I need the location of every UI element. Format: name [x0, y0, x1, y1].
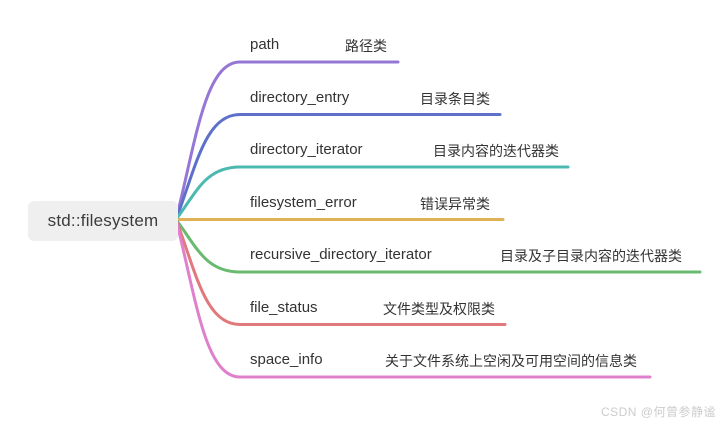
watermark: CSDN @何曾参静谧	[600, 405, 716, 419]
branch-topic-directory_entry[interactable]: directory_entry	[250, 88, 350, 106]
branch-topic-space_info[interactable]: space_info	[250, 351, 323, 368]
branch-line-directory_entry	[174, 113, 502, 221]
root-node-label: std::filesystem	[47, 211, 159, 230]
branch-desc-file_status[interactable]: 文件类型及权限类	[383, 300, 495, 317]
branch-line-directory_iterator	[174, 165, 570, 221]
branch-topic-path[interactable]: path	[250, 36, 280, 53]
branch-line-recursive_directory_iterator	[174, 218, 702, 274]
branch-line-path	[174, 60, 400, 221]
root-node-std-filesystem[interactable]: std::filesystem	[28, 201, 178, 241]
branch-line-file_status	[174, 218, 507, 326]
branch-desc-directory_iterator[interactable]: 目录内容的迭代器类	[433, 143, 559, 159]
branch-topic-file_status[interactable]: file_status	[250, 298, 318, 316]
branch-desc-directory_entry[interactable]: 目录条目类	[420, 90, 490, 107]
branch-desc-filesystem_error[interactable]: 错误异常类	[420, 195, 490, 212]
branch-line-space_info	[174, 218, 652, 379]
branch-topic-directory_iterator[interactable]: directory_iterator	[250, 141, 363, 158]
branch-topic-filesystem_error[interactable]: filesystem_error	[250, 193, 357, 211]
branch-desc-space_info[interactable]: 关于文件系统上空闲及可用空间的信息类	[385, 353, 637, 369]
branch-desc-path[interactable]: 路径类	[345, 38, 387, 54]
branch-topic-recursive_directory_iterator[interactable]: recursive_directory_iterator	[250, 246, 432, 263]
branch-desc-recursive_directory_iterator[interactable]: 目录及子目录内容的迭代器类	[500, 248, 682, 264]
